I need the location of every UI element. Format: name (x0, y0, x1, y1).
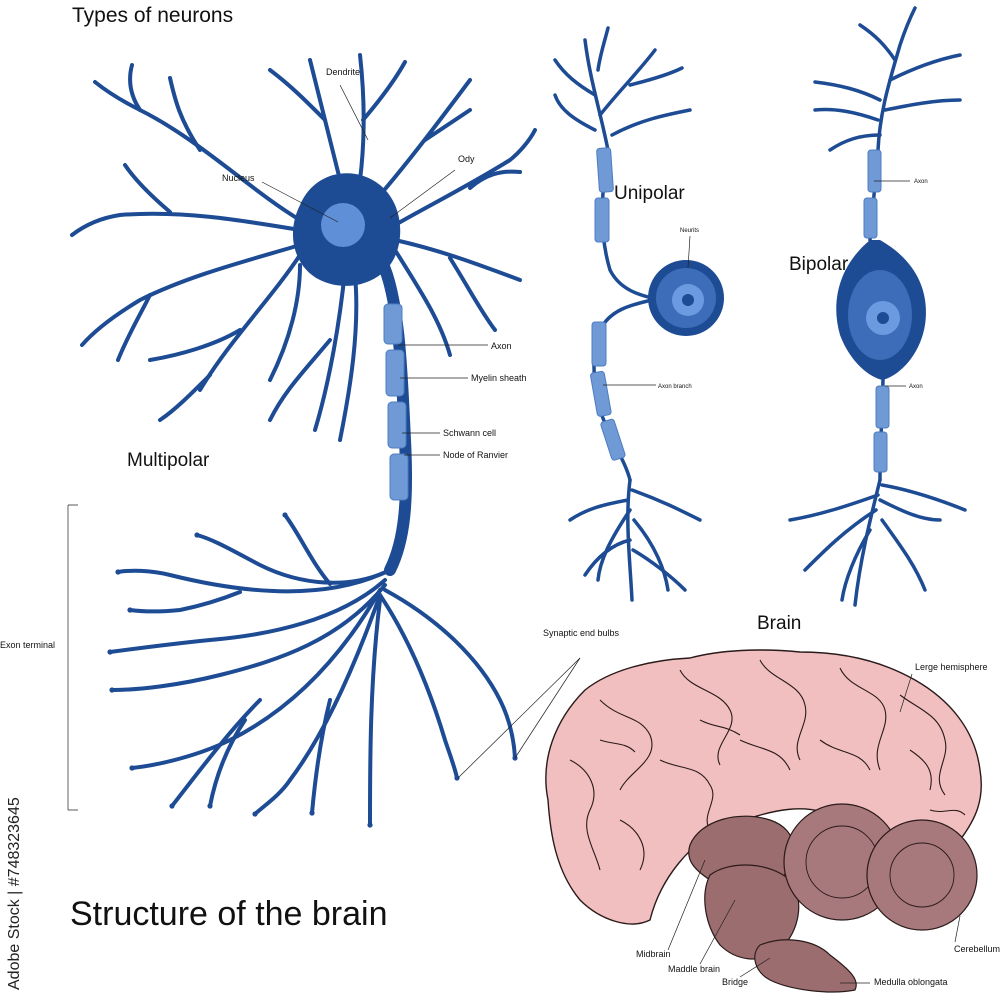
label-large-hemisphere: Lerge hemisphere (915, 662, 988, 672)
label-dendrite: Dendrite (326, 67, 360, 77)
label-middle-brain: Maddle brain (668, 964, 720, 974)
bottom-title: Structure of the brain (70, 895, 388, 933)
label-brain: Brain (757, 613, 801, 634)
label-synaptic-end-bulbs: Synaptic end bulbs (543, 628, 620, 638)
label-node-of-ranvier: Node of Ranvier (443, 450, 508, 460)
label-schwann-cell: Schwann cell (443, 428, 496, 438)
diagram-title: Types of neurons (72, 4, 233, 27)
label-exon-terminal: Exon terminal (0, 640, 55, 650)
label-axon: Axon (491, 341, 512, 351)
label-bridge: Bridge (722, 977, 748, 987)
label-bipolar-axon-bottom: Axon (909, 384, 923, 390)
multipolar-neuron: Dendrite Nucleus Ody Axon Myelin sheath … (0, 53, 620, 828)
label-ody: Ody (458, 154, 475, 164)
bipolar-neuron: Axon Bipolar Axon (788, 6, 967, 607)
stock-watermark: Adobe Stock | #748323645 (6, 797, 23, 990)
label-neurits: Neurits (680, 228, 699, 234)
label-bipolar: Bipolar (789, 254, 849, 275)
label-bipolar-axon-top: Axon (914, 179, 928, 185)
label-axon-branch: Axon branch (658, 384, 692, 390)
brain-illustration: Brain Lerge hemisphere Cerebellum Midbra… (545, 613, 1000, 993)
medulla-region (754, 939, 857, 993)
unipolar-neuron: Unipolar Neurits Axon branch (553, 26, 724, 602)
label-nucleus: Nucleus (222, 173, 255, 183)
label-medulla: Medulla oblongata (874, 977, 948, 987)
label-cerebellum: Cerebellum (954, 944, 1000, 954)
label-myelin-sheath: Myelin sheath (471, 373, 527, 383)
label-multipolar: Multipolar (127, 450, 210, 471)
label-unipolar: Unipolar (614, 183, 685, 204)
label-midbrain: Midbrain (636, 949, 671, 959)
